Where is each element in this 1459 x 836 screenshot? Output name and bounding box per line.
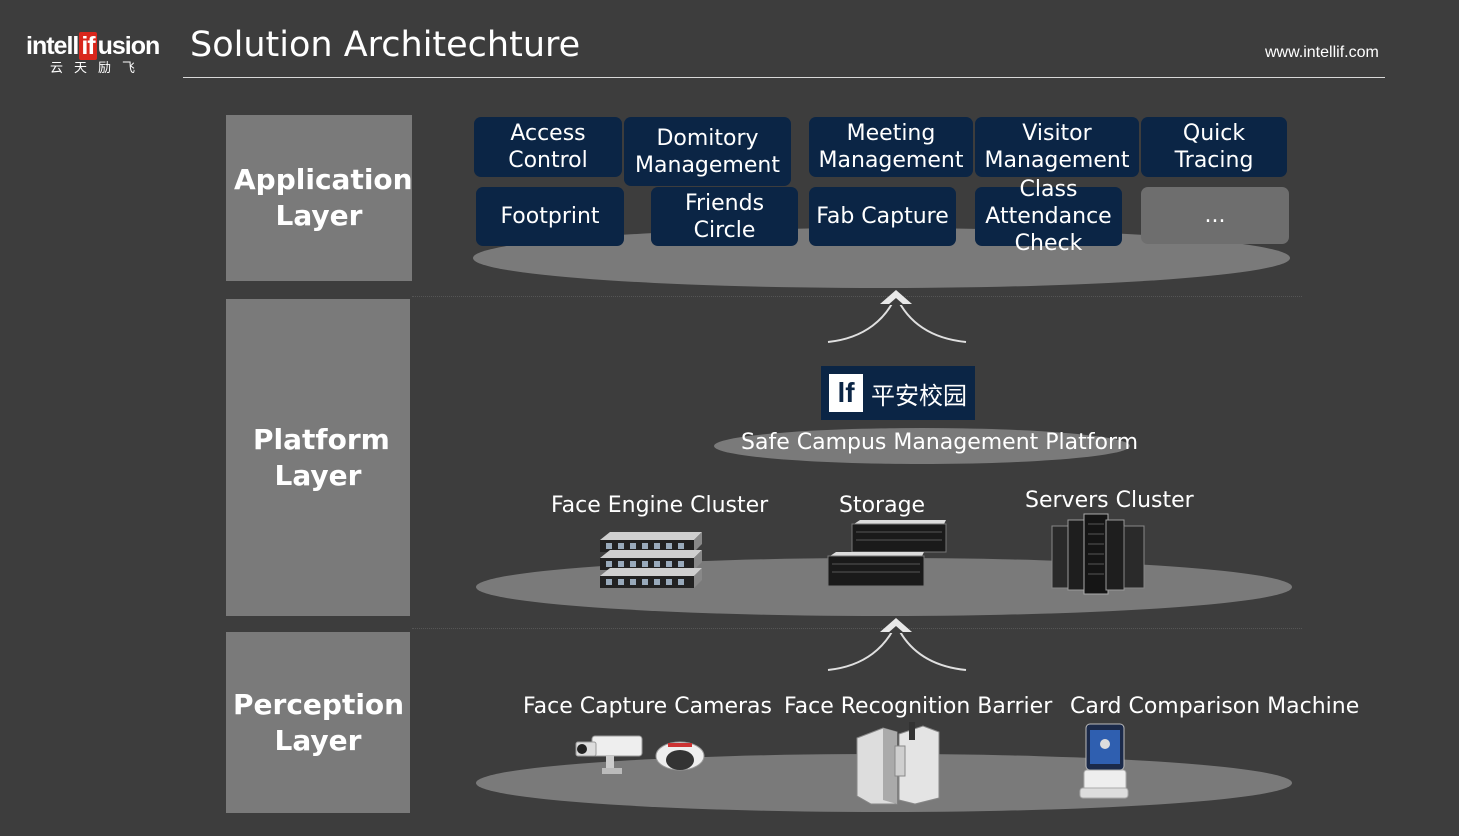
lf-logo-icon: lf [829,374,863,412]
header-divider [183,77,1385,78]
storage-icon [827,520,947,587]
face-recognition-barrier-icon [856,722,940,805]
logo-if-mark: if [79,32,97,60]
app-dormitory-management: Domitory Management [624,117,791,186]
app-quick-tracing: Quick Tracing [1141,117,1287,177]
servers-cluster-label: Servers Cluster [1025,488,1194,513]
platform-logo-text: 平安校园 [871,381,967,410]
face-engine-cluster-label: Face Engine Cluster [551,493,769,518]
app-class-attendance-check: Class Attendance Check [975,177,1122,256]
app-visitor-management: Visitor Management [975,117,1139,177]
logo-chinese-name: 云天励飞 [50,61,147,76]
platform-layer-label: Platform Layer [226,299,410,616]
app-friends-circle: Friends Circle [651,187,798,246]
servers-cluster-icon [1051,513,1145,595]
storage-label: Storage [839,493,926,518]
platform-name: Safe Campus Management Platform [741,430,1139,455]
perception-layer-label: Perception Layer [226,632,410,813]
app-more: ... [1141,187,1289,244]
platform-ellipse [714,428,1130,464]
up-arrow-icon [827,290,967,343]
application-layer-label: Application Layer [226,115,413,281]
layer-separator [412,296,1302,297]
app-fab-capture: Fab Capture [809,187,956,246]
face-engine-cluster-icon [600,532,702,588]
face-capture-camera-icon [575,735,705,774]
face-capture-cameras-label: Face Capture Cameras [523,694,773,719]
card-comparison-machine-label: Card Comparison Machine [1070,694,1360,719]
card-comparison-machine-icon [1079,723,1129,799]
face-recognition-barrier-label: Face Recognition Barrier [784,694,1053,719]
platform-logo: lf 平安校园 [821,366,975,420]
app-meeting-management: Meeting Management [809,117,973,177]
website-url: www.intellif.com [1265,44,1379,61]
up-arrow-icon [827,618,967,671]
layer-separator [412,628,1302,629]
app-access-control: Access Control [474,117,622,177]
app-footprint: Footprint [476,187,624,246]
page-title: Solution Architechture [190,25,581,65]
